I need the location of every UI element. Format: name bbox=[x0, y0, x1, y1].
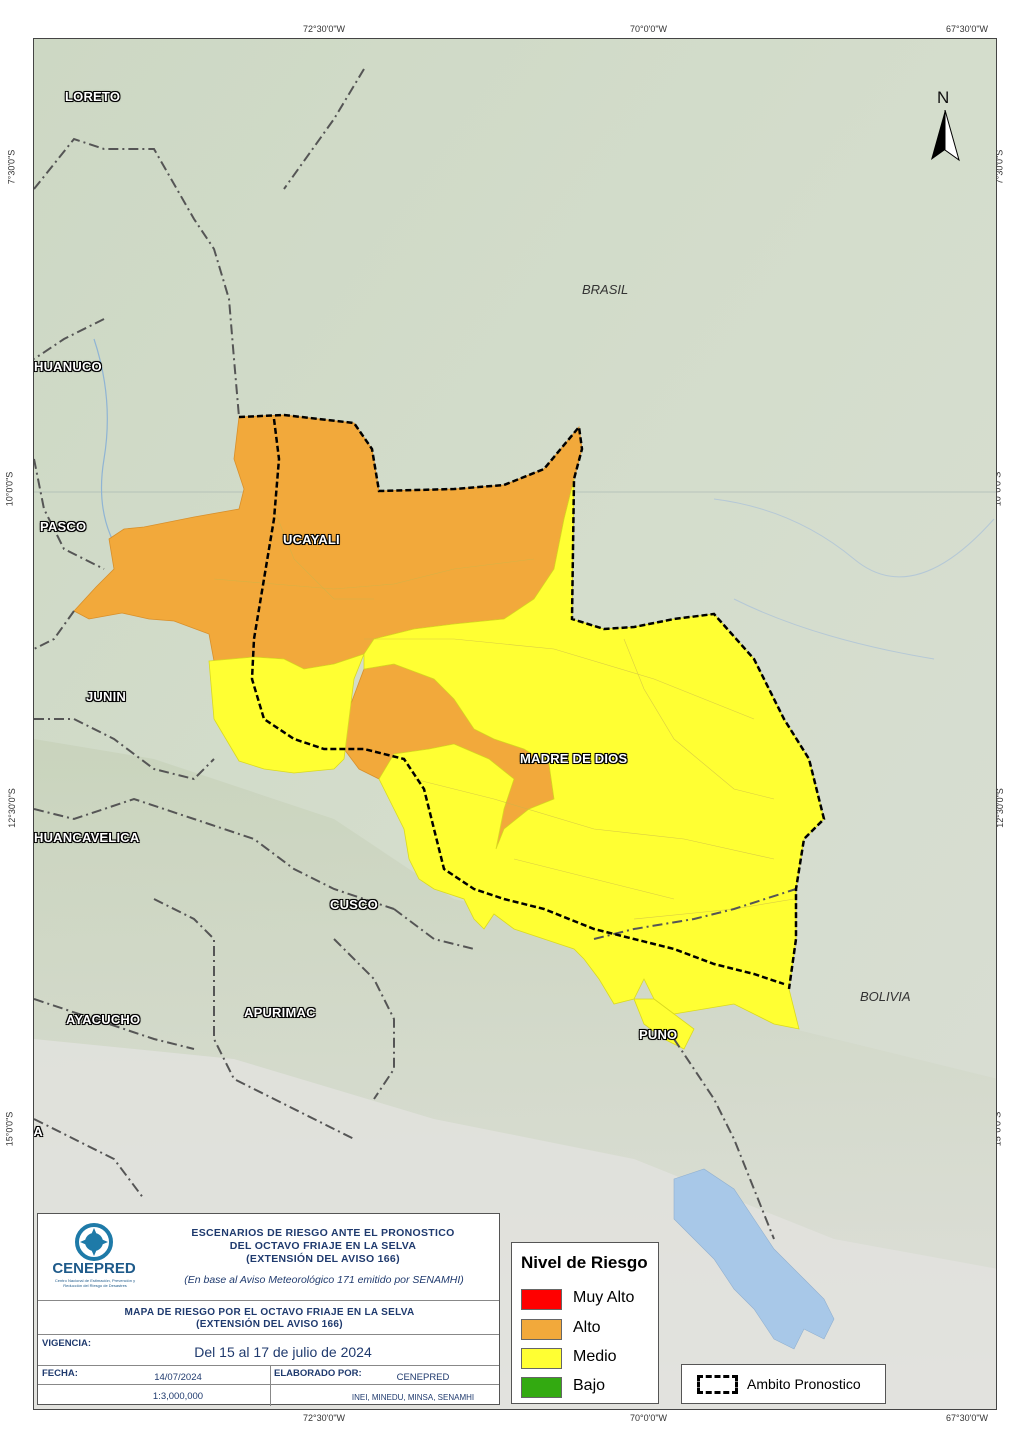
map-drawing bbox=[34, 39, 996, 1409]
grid-label-left: 12°30'0"S bbox=[6, 788, 17, 828]
grid-label-bottom: 70°0'0"W bbox=[630, 1413, 668, 1423]
scenario-title-line-3: (EXTENSIÓN DEL AVISO 166) bbox=[246, 1253, 400, 1265]
fecha-label: FECHA: bbox=[42, 1368, 78, 1379]
legend-label: Medio bbox=[573, 1348, 617, 1365]
department-label-ica: ICA bbox=[33, 1124, 43, 1139]
grid-label-left: 7°30'0"S bbox=[6, 149, 17, 185]
legend-swatch bbox=[521, 1289, 562, 1310]
scenario-title-line-1: ESCENARIOS DE RIESGO ANTE EL PRONOSTICO bbox=[191, 1227, 455, 1239]
department-label-huancavelica: HUANCAVELICA bbox=[34, 830, 140, 845]
grid-label-bottom: 67°30'0"W bbox=[946, 1413, 989, 1423]
divider-vertical bbox=[270, 1365, 271, 1406]
legend-item-alto: Alto bbox=[521, 1319, 661, 1341]
sources-value: INEI, MINEDU, MINSA, SENAMHI bbox=[351, 1393, 475, 1402]
org-tagline: Centro Nacional de Estimación, Prevenció… bbox=[54, 1278, 136, 1288]
grid-label-top: 70°0'0"W bbox=[630, 24, 668, 34]
north-arrow-icon bbox=[931, 110, 960, 162]
ambito-label: Ambito Pronostico bbox=[747, 1376, 861, 1392]
north-arrow: N bbox=[925, 88, 965, 168]
risk-area-medio-ucayali bbox=[208, 653, 365, 774]
department-label-apurimac: APURIMAC bbox=[244, 1005, 316, 1020]
legend-label: Muy Alto bbox=[573, 1289, 635, 1306]
country-label-brasil: BRASIL bbox=[582, 282, 629, 297]
legend-item-medio: Medio bbox=[521, 1348, 661, 1370]
grid-label-left: 10°0'0"S bbox=[4, 471, 15, 507]
legend-label: Bajo bbox=[573, 1377, 606, 1394]
risk-area-medio-puno bbox=[633, 998, 695, 1050]
vigencia-label: VIGENCIA: bbox=[42, 1338, 92, 1349]
department-label-cusco: CUSCO bbox=[330, 897, 378, 912]
legend-title: Nivel de Riesgo bbox=[521, 1253, 648, 1272]
scenario-subtitle: (En base al Aviso Meteorológico 171 emit… bbox=[184, 1274, 464, 1286]
north-letter: N bbox=[937, 88, 950, 107]
department-boundaries bbox=[34, 68, 797, 1240]
river bbox=[733, 598, 935, 660]
department-label-junin: JUNIN bbox=[86, 689, 127, 704]
map-title-line-2: (EXTENSIÓN DEL AVISO 166) bbox=[196, 1319, 343, 1330]
cenepred-logo-icon bbox=[75, 1223, 113, 1261]
map-title-line-1: MAPA DE RIESGO POR EL OCTAVO FRIAJE EN L… bbox=[124, 1307, 415, 1318]
divider bbox=[38, 1384, 499, 1385]
grid-label-bottom: 72°30'0"W bbox=[303, 1413, 346, 1423]
legend-item-bajo: Bajo bbox=[521, 1377, 661, 1399]
department-label-huanuco: HUANUCO bbox=[34, 359, 102, 374]
river bbox=[93, 338, 125, 560]
vigencia-value: Del 15 al 17 de julio de 2024 bbox=[194, 1344, 372, 1360]
divider bbox=[38, 1300, 499, 1301]
divider bbox=[38, 1365, 499, 1366]
legend-label: Alto bbox=[573, 1319, 601, 1336]
org-name: CENEPRED bbox=[52, 1260, 136, 1277]
legend-forecast-scope: Ambito Pronostico bbox=[681, 1364, 886, 1404]
elaborado-value: CENEPRED bbox=[396, 1372, 450, 1383]
scenario-title-line-2: DEL OCTAVO FRIAJE EN LA SELVA bbox=[229, 1240, 417, 1252]
department-label-ayacucho: AYACUCHO bbox=[66, 1012, 141, 1027]
scale-value: 1:3,000,000 bbox=[152, 1391, 204, 1402]
legend-swatch bbox=[521, 1319, 562, 1340]
department-label-loreto: LORETO bbox=[65, 89, 121, 104]
country-label-bolivia: BOLIVIA bbox=[860, 989, 911, 1004]
lake-titicaca bbox=[673, 1168, 835, 1350]
legend-item-muy-alto: Muy Alto bbox=[521, 1289, 661, 1311]
forecast-scope-boundary bbox=[238, 413, 826, 990]
grid-label-left: 15°0'0"S bbox=[4, 1111, 15, 1147]
legend: Nivel de Riesgo Muy Alto Alto Medio Bajo bbox=[511, 1242, 659, 1404]
river bbox=[713, 498, 995, 578]
department-label-pasco: PASCO bbox=[40, 519, 87, 534]
fecha-value: 14/07/2024 bbox=[154, 1372, 202, 1383]
elaborado-label: ELABORADO POR: bbox=[274, 1368, 362, 1379]
map-canvas[interactable]: LORETO HUANUCO PASCO UCAYALI JUNIN MADRE… bbox=[33, 38, 997, 1410]
legend-swatch bbox=[521, 1377, 562, 1398]
department-label-ucayali: UCAYALI bbox=[283, 532, 340, 547]
legend-swatch bbox=[521, 1348, 562, 1369]
dashed-boundary-swatch bbox=[697, 1375, 738, 1394]
grid-label-top: 72°30'0"W bbox=[303, 24, 346, 34]
grid-label-top: 67°30'0"W bbox=[946, 24, 989, 34]
title-block: CENEPRED Centro Nacional de Estimación, … bbox=[37, 1213, 500, 1406]
department-label-madre-de-dios: MADRE DE DIOS bbox=[520, 751, 628, 766]
divider bbox=[38, 1334, 499, 1335]
department-label-puno: PUNO bbox=[639, 1027, 678, 1042]
